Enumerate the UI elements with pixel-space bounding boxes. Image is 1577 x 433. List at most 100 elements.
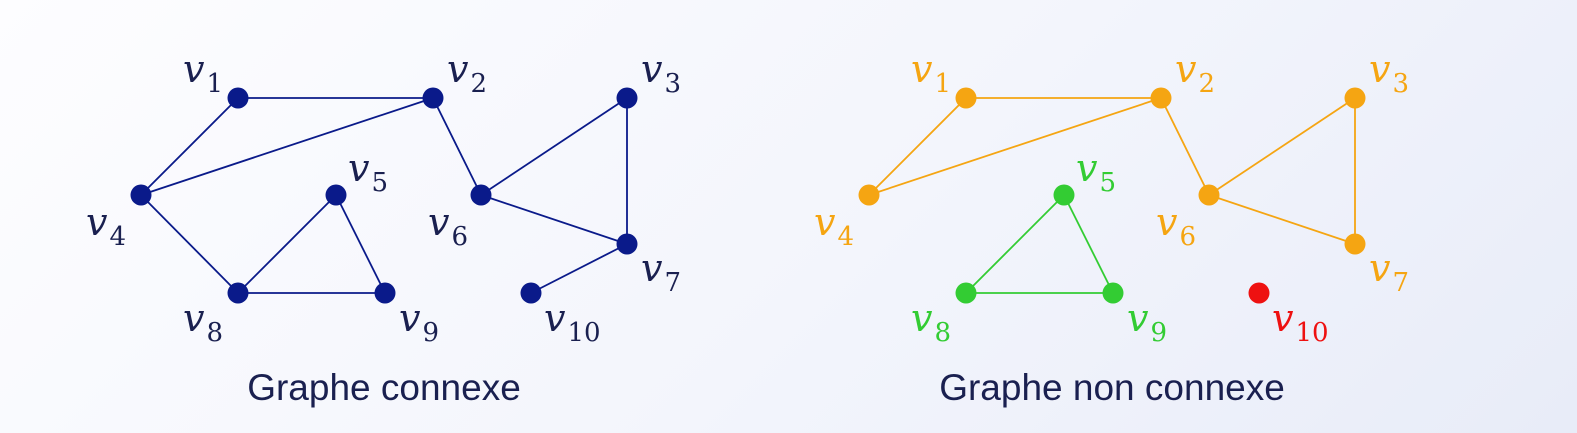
node-label-subscript: 5 xyxy=(371,168,388,198)
edge-v6-v7 xyxy=(480,194,628,245)
node-label-variable: v xyxy=(399,296,421,340)
node-label-v4: v4 xyxy=(86,200,126,252)
node-label-v9: v9 xyxy=(1127,296,1167,348)
node-label-subscript: 7 xyxy=(664,268,681,298)
node-label-variable: v xyxy=(447,47,469,91)
node-label-subscript: 6 xyxy=(451,222,468,252)
node-label-variable: v xyxy=(641,47,663,91)
edge-v2-v4 xyxy=(140,97,434,196)
edge-v6-v3 xyxy=(1208,97,1356,196)
node-label-v3: v3 xyxy=(1369,47,1409,99)
edge-v6-v3 xyxy=(480,97,628,196)
node-label-subscript: 5 xyxy=(1099,168,1116,198)
node-v2 xyxy=(422,87,444,109)
node-label-v5: v5 xyxy=(1076,146,1116,198)
node-label-variable: v xyxy=(183,47,205,91)
node-label-variable: v xyxy=(348,146,370,190)
node-label-subscript: 8 xyxy=(206,318,223,348)
edge-v5-v9 xyxy=(335,194,386,294)
node-label-variable: v xyxy=(911,296,933,340)
node-label-variable: v xyxy=(1369,47,1391,91)
node-label-subscript: 9 xyxy=(1150,318,1167,348)
node-label-v10: v10 xyxy=(544,296,601,348)
node-v10 xyxy=(1248,282,1270,304)
node-v3 xyxy=(1344,87,1366,109)
node-label-v7: v7 xyxy=(641,246,681,298)
node-v4 xyxy=(858,184,880,206)
node-label-v2: v2 xyxy=(1175,47,1215,99)
node-label-variable: v xyxy=(1127,296,1149,340)
node-label-variable: v xyxy=(814,200,836,244)
node-label-subscript: 6 xyxy=(1179,222,1196,252)
node-label-subscript: 2 xyxy=(470,69,487,99)
node-v1 xyxy=(227,87,249,109)
node-v5 xyxy=(1053,184,1075,206)
node-label-v1: v1 xyxy=(911,47,951,99)
node-label-v7: v7 xyxy=(1369,246,1409,298)
node-label-v6: v6 xyxy=(428,200,468,252)
node-label-variable: v xyxy=(183,296,205,340)
node-label-v8: v8 xyxy=(183,296,223,348)
node-v5 xyxy=(325,184,347,206)
node-label-subscript: 3 xyxy=(1392,69,1409,99)
node-label-subscript: 1 xyxy=(934,69,951,99)
edge-v6-v7 xyxy=(1208,194,1356,245)
edge-v4-v8 xyxy=(140,194,239,294)
node-label-v9: v9 xyxy=(399,296,439,348)
node-v9 xyxy=(374,282,396,304)
edges xyxy=(868,97,1356,294)
node-v4 xyxy=(130,184,152,206)
node-label-v10: v10 xyxy=(1272,296,1329,348)
node-label-variable: v xyxy=(911,47,933,91)
node-v9 xyxy=(1102,282,1124,304)
node-label-v8: v8 xyxy=(911,296,951,348)
node-v1 xyxy=(955,87,977,109)
edge-v5-v9 xyxy=(1063,194,1114,294)
node-label-variable: v xyxy=(641,246,663,290)
node-label-variable: v xyxy=(1369,246,1391,290)
node-label-v5: v5 xyxy=(348,146,388,198)
node-label-v2: v2 xyxy=(447,47,487,99)
node-label-subscript: 1 xyxy=(206,69,223,99)
node-label-v4: v4 xyxy=(814,200,854,252)
node-v7 xyxy=(616,233,638,255)
node-label-v1: v1 xyxy=(183,47,223,99)
node-v3 xyxy=(616,87,638,109)
node-label-variable: v xyxy=(1076,146,1098,190)
edge-v8-v5 xyxy=(237,194,337,294)
node-v8 xyxy=(955,282,977,304)
node-label-subscript: 4 xyxy=(837,222,854,252)
edge-v2-v6 xyxy=(432,97,482,196)
edges xyxy=(140,97,628,294)
edge-v2-v4 xyxy=(868,97,1162,196)
node-label-subscript: 8 xyxy=(934,318,951,348)
node-v6 xyxy=(470,184,492,206)
edge-v1-v4 xyxy=(868,97,967,196)
node-label-v6: v6 xyxy=(1156,200,1196,252)
node-label-subscript: 7 xyxy=(1392,268,1409,298)
node-v10 xyxy=(520,282,542,304)
node-label-subscript: 10 xyxy=(567,318,600,348)
node-label-variable: v xyxy=(428,200,450,244)
nodes xyxy=(130,87,638,304)
node-label-subscript: 3 xyxy=(664,69,681,99)
node-v7 xyxy=(1344,233,1366,255)
edge-v10-v7 xyxy=(530,243,628,294)
node-label-subscript: 4 xyxy=(109,222,126,252)
node-label-v3: v3 xyxy=(641,47,681,99)
node-v6 xyxy=(1198,184,1220,206)
graph-caption: Graphe non connexe xyxy=(939,367,1285,408)
edge-v2-v6 xyxy=(1160,97,1210,196)
node-label-variable: v xyxy=(86,200,108,244)
node-label-subscript: 9 xyxy=(422,318,439,348)
graph-caption: Graphe connexe xyxy=(247,367,521,408)
edge-v1-v4 xyxy=(140,97,239,196)
node-label-variable: v xyxy=(1272,296,1294,340)
node-label-subscript: 10 xyxy=(1295,318,1328,348)
node-label-variable: v xyxy=(1156,200,1178,244)
